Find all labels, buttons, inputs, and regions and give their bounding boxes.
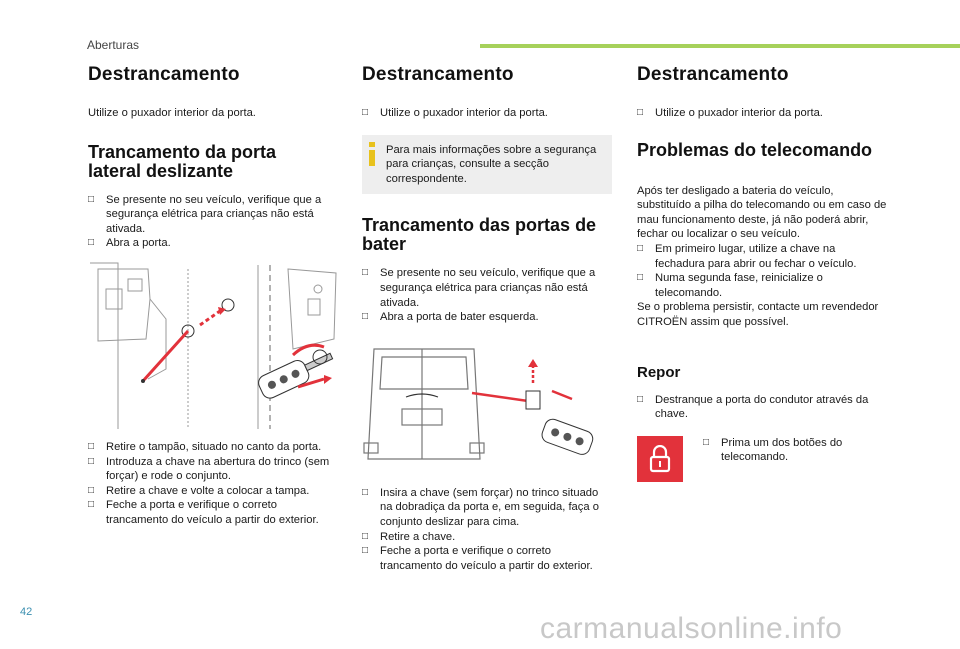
section-accent-bar: [480, 44, 960, 48]
list-item: □Retire a chave.: [362, 530, 456, 543]
intro-text: Utilize o puxador interior da porta.: [88, 107, 256, 119]
info-text: Para mais informações sobre a segurança …: [386, 143, 597, 185]
list-item: □Feche a porta e verifique o correto tra…: [362, 545, 593, 572]
list-item: □Numa segunda fase, reinicialize o telec…: [637, 272, 823, 299]
section-label: Aberturas: [87, 38, 140, 52]
bullets-b: □Retire o tampão, situado no canto da po…: [88, 440, 338, 528]
list-item: □Se presente no seu veículo, verifique q…: [362, 267, 596, 309]
info-box: Para mais informações sobre a segurança …: [362, 134, 612, 195]
watermark: carmanualsonline.info: [540, 612, 843, 645]
list-item: □Retire o tampão, situado no canto da po…: [88, 440, 322, 453]
sliding-door-illustration: [88, 258, 340, 431]
heading-unlocking: Destrancamento: [362, 64, 514, 85]
checkbox-bullet-icon: □: [88, 484, 95, 496]
list-item: □Destranque a porta do condutor através …: [637, 393, 869, 421]
list-item: □Abra a porta de bater esquerda.: [362, 311, 539, 324]
checkbox-bullet-icon: □: [703, 436, 710, 448]
column-2: Destrancamento □Utilize o puxador interi…: [362, 64, 612, 573]
bullets-a: □Se presente no seu veículo, verifique q…: [362, 266, 612, 324]
list-item: □Se presente no seu veículo, verifique q…: [88, 193, 322, 235]
rear-doors-illustration: [362, 338, 612, 467]
bullets-b: □Insira a chave (sem forçar) no trinco s…: [362, 486, 612, 574]
heading-unlocking: Destrancamento: [637, 64, 789, 85]
list-item: □Introduza a chave na abertura do trinco…: [88, 455, 330, 483]
checkbox-bullet-icon: □: [88, 455, 95, 467]
list-item: □Utilize o puxador interior da porta.: [637, 107, 823, 119]
bullets-a: □Se presente no seu veículo, verifique q…: [88, 193, 338, 251]
checkbox-bullet-icon: □: [88, 237, 95, 249]
info-icon: [369, 141, 375, 166]
checkbox-bullet-icon: □: [637, 393, 644, 405]
subheading-rear-doors: Trancamento das portas de bater: [362, 215, 597, 255]
checkbox-bullet-icon: □: [88, 193, 95, 205]
checkbox-bullet-icon: □: [88, 440, 95, 452]
list-item: □Insira a chave (sem forçar) no trinco s…: [362, 486, 599, 528]
checkbox-bullet-icon: □: [362, 545, 369, 557]
list-item: □Em primeiro lugar, utilize a chave na f…: [637, 242, 857, 270]
subheading-reset: Repor: [637, 363, 681, 381]
paragraph: Se o problema persistir, contacte um rev…: [637, 301, 879, 328]
checkbox-bullet-icon: □: [362, 311, 369, 323]
paragraph: Após ter desligado a bateria do veículo,…: [637, 184, 887, 241]
checkbox-bullet-icon: □: [362, 530, 369, 542]
checkbox-bullet-icon: □: [362, 486, 369, 498]
page-number: 42: [20, 606, 33, 618]
list-item: □Abra a porta.: [88, 237, 171, 250]
lock-instruction: □Prima um dos botões do telecomando.: [637, 435, 887, 482]
checkbox-bullet-icon: □: [362, 107, 369, 118]
list-item: □Utilize o puxador interior da porta.: [362, 107, 548, 119]
list-item: □Feche a porta e verifique o correto tra…: [88, 499, 319, 526]
heading-unlocking: Destrancamento: [88, 64, 240, 85]
checkbox-bullet-icon: □: [637, 242, 644, 254]
column-3: Destrancamento □Utilize o puxador interi…: [637, 64, 887, 482]
checkbox-bullet-icon: □: [88, 499, 95, 511]
subheading-sliding-door: Trancamento da porta lateral deslizante: [88, 141, 277, 181]
checkbox-bullet-icon: □: [362, 267, 369, 279]
list-item: □Retire a chave e volte a colocar a tamp…: [88, 484, 310, 497]
subheading-remote-problems: Problemas do telecomando: [637, 139, 873, 160]
padlock-icon: [637, 435, 683, 482]
bullets-a: □Em primeiro lugar, utilize a chave na f…: [637, 242, 887, 300]
column-1: Destrancamento Utilize o puxador interio…: [88, 64, 340, 528]
list-item: □Prima um dos botões do telecomando.: [703, 436, 843, 464]
checkbox-bullet-icon: □: [637, 107, 644, 118]
checkbox-bullet-icon: □: [637, 272, 644, 284]
